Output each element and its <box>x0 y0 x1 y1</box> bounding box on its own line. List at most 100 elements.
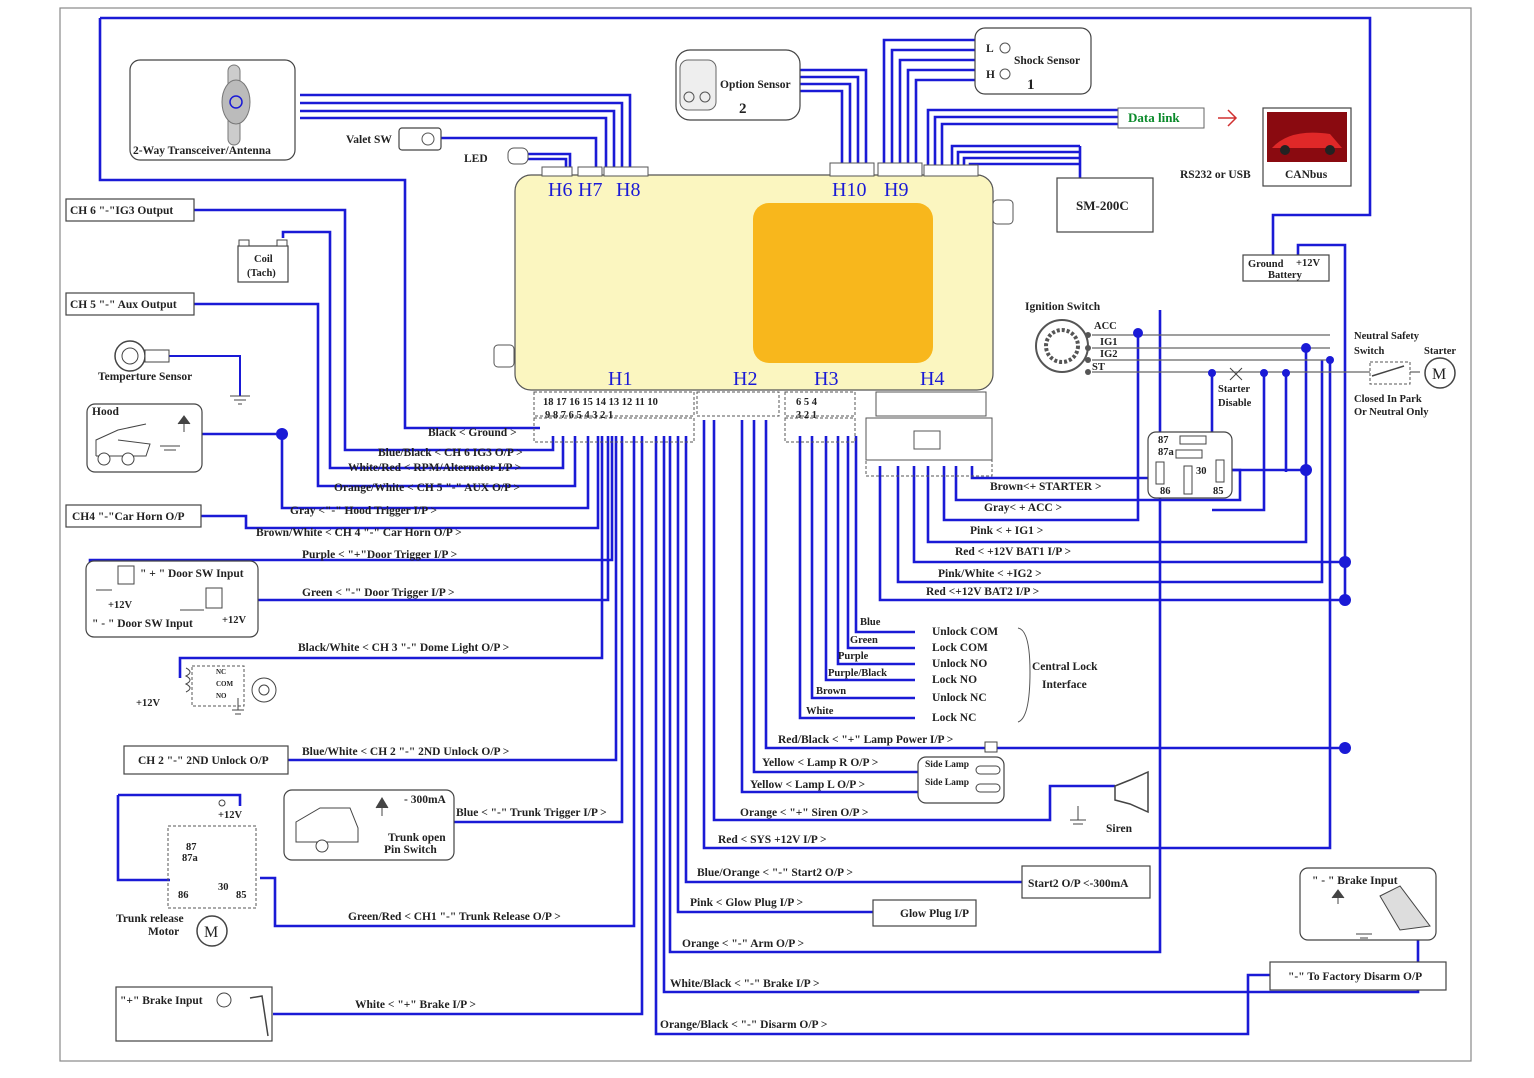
trunk-relay-85: 85 <box>236 890 247 901</box>
hood-label: Hood <box>92 406 119 418</box>
wire-blue-white: Blue/White < CH 2 "-" 2ND Unlock O/P > <box>302 746 509 758</box>
module-center-panel <box>753 203 933 363</box>
option-sensor: Option Sensor 2 <box>675 49 801 121</box>
option-sensor-label: Option Sensor <box>720 79 791 91</box>
wire-pink-glow: Pink < Glow Plug I/P > <box>690 897 803 909</box>
starter-disable-1: Starter <box>1218 384 1250 395</box>
cl-unlock-nc: Unlock NC <box>932 692 987 704</box>
side-lamp-l: Side Lamp <box>925 778 969 788</box>
cl-green: Green <box>850 635 878 646</box>
valet-label: Valet SW <box>346 134 392 146</box>
trunk-pin-label-1: Trunk open <box>388 832 446 844</box>
cl-white: White <box>806 706 834 717</box>
trunk-motor-label-1: Trunk release <box>116 913 184 925</box>
header-h4: H4 <box>920 368 944 390</box>
brake-positive-label: "+" Brake Input <box>120 995 203 1007</box>
trunk-relay-30: 30 <box>218 882 229 893</box>
alarm-module: H6 H7 H8 H10 H9 H1 H2 H3 H4 18 17 16 15 … <box>493 162 1014 477</box>
trunk-release-relay: +12V 87 87a 30 86 85 Trunk release Motor… <box>116 799 257 947</box>
header-h3: H3 <box>814 368 838 390</box>
wire-gray-acc: Gray< + ACC > <box>984 502 1062 514</box>
header-h10: H10 <box>832 179 866 201</box>
sm200c-label: SM-200C <box>1076 198 1129 213</box>
cl-lock-com: Lock COM <box>932 642 988 654</box>
wire-yellow-lamp-r: Yellow < Lamp R O/P > <box>762 757 878 769</box>
wire-red-black-lamp: Red/Black < "+" Lamp Power I/P > <box>778 734 953 746</box>
side-lamp-r: Side Lamp <box>925 760 969 770</box>
canbus-module: CANbus RS232 or USB <box>1180 107 1352 187</box>
shock-sensor-l: L <box>986 43 994 55</box>
wire-orange-white: Orange/White < CH 5 "-" AUX O/P > <box>334 482 520 494</box>
trunk-motor-label-2: Motor <box>148 926 179 938</box>
neutral-safety-1: Neutral Safety <box>1354 331 1420 342</box>
wire-blue-orange-start2: Blue/Orange < "-" Start2 O/P > <box>697 867 853 879</box>
wire-pink-white-ig2: Pink/White < +IG2 > <box>938 568 1042 580</box>
wire-yellow-lamp-l: Yellow < Lamp L O/P > <box>750 779 865 791</box>
cl-unlock-com: Unlock COM <box>932 626 998 638</box>
ignition-switch: Ignition Switch ACC IG1 IG2 ST <box>1025 301 1118 375</box>
header-h7: H7 <box>578 179 602 201</box>
battery-ground: Ground <box>1248 259 1284 270</box>
starter-relay: 87 87a 30 86 85 <box>1147 431 1233 499</box>
h1-pins-top: 18 17 16 15 14 13 12 11 10 <box>543 397 658 408</box>
ch5-output-label: CH 5 "-" Aux Output <box>70 299 177 311</box>
shock-sensor: L H Shock Sensor 1 <box>974 27 1092 95</box>
wire-layer <box>88 16 1420 1036</box>
data-link: Data link <box>1117 107 1238 129</box>
ch2-output-label: CH 2 "-" 2ND Unlock O/P <box>138 755 269 767</box>
start2-label: Start2 O/P <-300mA <box>1028 878 1129 890</box>
wire-red-bat1: Red < +12V BAT1 I/P > <box>955 546 1071 558</box>
door-12v-left: +12V <box>108 600 132 611</box>
neutral-safety-2: Switch <box>1354 346 1384 357</box>
wire-orange-siren: Orange < "+" Siren O/P > <box>740 807 868 819</box>
trunk-relay-87: 87 <box>186 842 197 853</box>
closed-in-park-2: Or Neutral Only <box>1354 407 1429 418</box>
shock-sensor-label: Shock Sensor <box>1014 55 1080 67</box>
central-lock-title-1: Central Lock <box>1032 661 1098 673</box>
trunk-relay-12v: +12V <box>218 810 242 821</box>
wire-white-red: White/Red < RPM/Alternator I/P > <box>348 462 521 474</box>
siren: Siren <box>1070 770 1149 835</box>
wire-orange-black-disarm: Orange/Black < "-" Disarm O/P > <box>660 1019 827 1031</box>
wire-purple-door: Purple < "+"Door Trigger I/P > <box>302 549 457 561</box>
temperature-sensor-label: Temperture Sensor <box>98 371 192 383</box>
starter-disable-2: Disable <box>1218 398 1252 409</box>
relay-com: COM <box>216 680 234 688</box>
hood-switch: Hood <box>86 403 203 473</box>
coil-tach: Coil (Tach) <box>237 239 289 283</box>
dome-12v: +12V <box>136 698 160 709</box>
wire-gray-hood: Gray <"-" Hood Trigger I/P > <box>290 505 437 517</box>
header-h9: H9 <box>884 179 908 201</box>
door-negative-label: " - " Door SW Input <box>92 618 193 630</box>
starter-label: Starter <box>1424 346 1456 357</box>
brake-negative-label: " - " Brake Input <box>1312 875 1398 887</box>
relay-nc: NC <box>216 668 226 676</box>
wire-pink-ig1: Pink < + IG1 > <box>970 525 1043 537</box>
brake-negative: " - " Brake Input <box>1299 867 1437 941</box>
header-h1: H1 <box>608 368 632 390</box>
cl-lock-no: Lock NO <box>932 674 977 686</box>
starter-motor-m: M <box>1432 366 1446 383</box>
header-h8: H8 <box>616 179 640 201</box>
trunk-relay-87a: 87a <box>182 853 199 864</box>
door-positive-label: " + " Door SW Input <box>140 568 244 580</box>
trunk-relay-86: 86 <box>178 890 189 901</box>
cl-unlock-no: Unlock NO <box>932 658 987 670</box>
h1-pins-bottom: 9 8 7 6 5 4 3 2 1 <box>545 410 613 421</box>
coil-tach-label: (Tach) <box>247 268 276 279</box>
shock-sensor-h: H <box>986 69 995 81</box>
trunk-motor-m: M <box>204 924 218 941</box>
wire-labels: Black < Ground > Blue/Black < CH 6 IG3 O… <box>256 427 1102 1031</box>
option-sensor-number: 2 <box>739 101 747 117</box>
wire-orange-arm: Orange < "-" Arm O/P > <box>682 938 804 950</box>
door-switches: " + " Door SW Input " - " Door SW Input … <box>85 560 259 638</box>
trunk-pin-label-2: Pin Switch <box>384 844 437 856</box>
ignition-ig2: IG2 <box>1100 349 1118 360</box>
cl-lock-nc: Lock NC <box>932 712 976 724</box>
led: LED <box>464 147 529 165</box>
factory-disarm-label: "-" To Factory Disarm O/P <box>1288 971 1422 983</box>
ch6-output-label: CH 6 "-"IG3 Output <box>70 205 173 217</box>
transceiver-label: 2-Way Transceiver/Antenna <box>133 145 271 157</box>
wire-white-brake: White < "+" Brake I/P > <box>355 999 476 1011</box>
